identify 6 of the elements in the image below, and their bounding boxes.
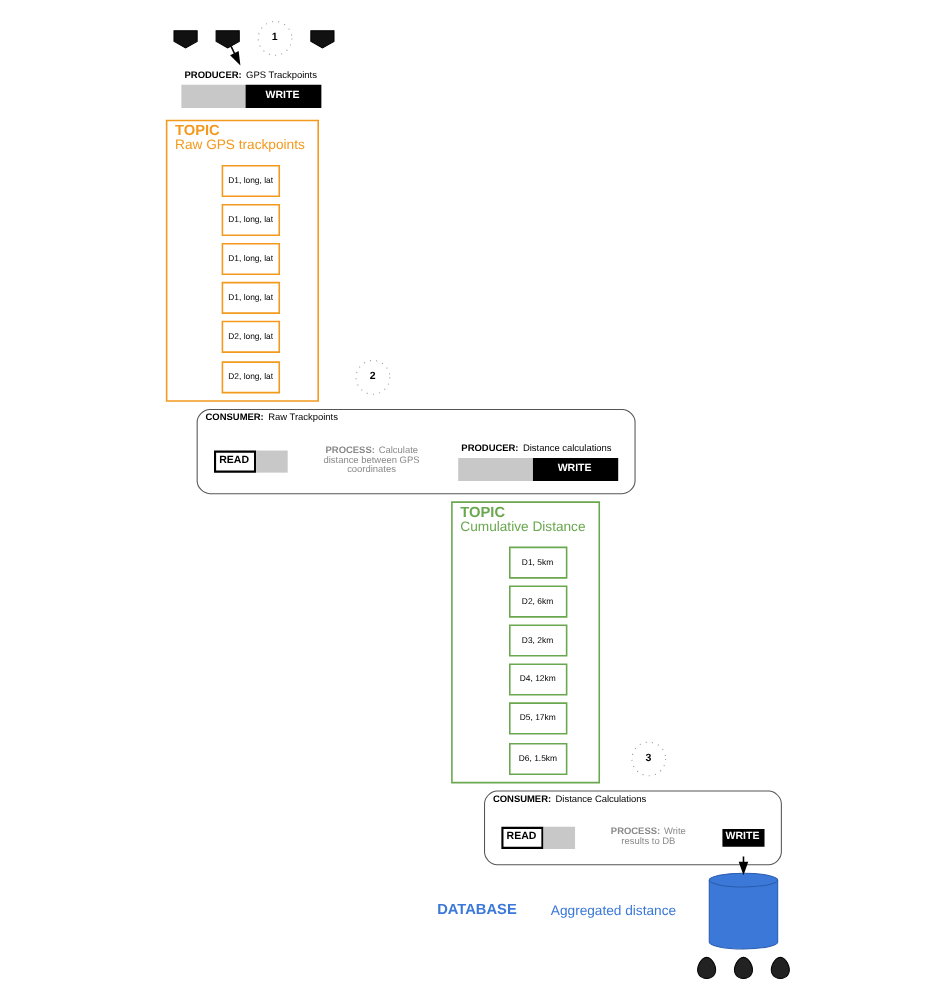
node-car <box>215 30 240 49</box>
node-person <box>733 956 753 979</box>
node-person <box>770 956 790 979</box>
node-car <box>310 30 335 49</box>
node-car <box>173 30 198 49</box>
node-person <box>697 956 717 979</box>
